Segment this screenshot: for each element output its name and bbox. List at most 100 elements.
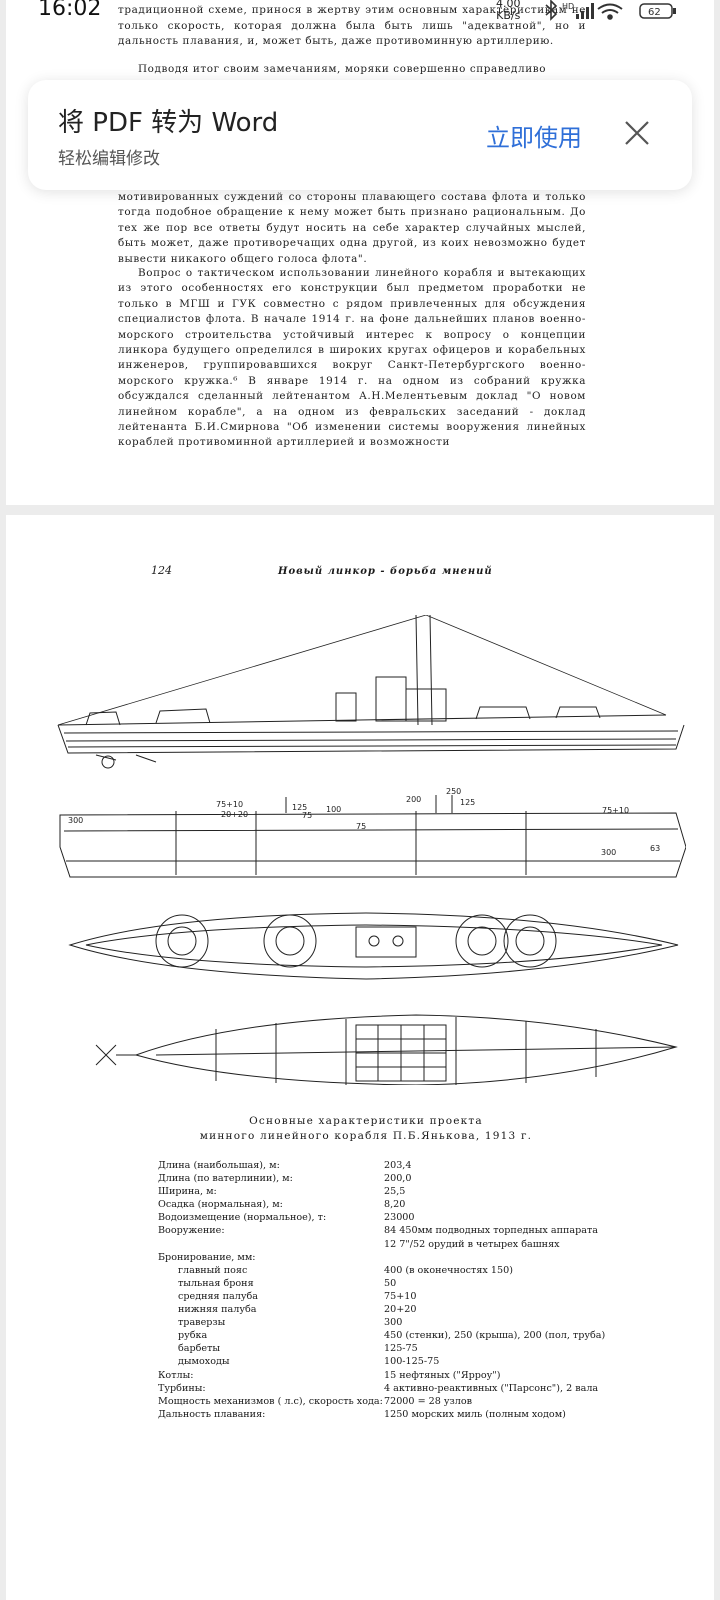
spec-row: 12 7"/52 орудий в четырех башнях <box>158 1239 598 1252</box>
status-icons: HD 62 <box>545 0 676 21</box>
spec-value: 20+20 <box>384 1304 417 1316</box>
spec-value: 400 (в оконечностях 150) <box>384 1264 513 1276</box>
armor-label: 300 <box>601 848 616 857</box>
paragraph-text: ступали за увеличение калибра орудий и р… <box>118 0 586 48</box>
spec-key: дымоходы <box>178 1356 230 1368</box>
spec-row: Дальность плавания: 1250 морских миль (по… <box>158 1409 598 1422</box>
spec-key: Ширина, м: <box>158 1186 217 1198</box>
spec-key: Турбины: <box>158 1382 206 1394</box>
ship-side-profile <box>57 615 685 769</box>
spec-key: Дальность плавания: <box>158 1408 266 1420</box>
spec-value: 8,20 <box>384 1199 406 1211</box>
spec-key: Длина (по ватерлинии), м: <box>158 1173 293 1185</box>
battleship-drawing: 250 200 75+10 20+20 125 75 100 125 300 7… <box>57 615 686 1085</box>
armor-label: 75+10 <box>602 806 629 815</box>
close-icon[interactable] <box>622 118 652 148</box>
spec-value: 75+10 <box>384 1290 417 1302</box>
paragraph: Подводя итог своим замечаниям, моряки со… <box>118 62 586 77</box>
spec-row: главный пояс 400 (в оконечностях 150) <box>158 1265 598 1278</box>
spec-row: Турбины: 4 активно-реактивных ("Парсонс")… <box>158 1383 598 1396</box>
spec-key: главный пояс <box>178 1264 248 1276</box>
spec-key: барбеты <box>178 1343 221 1355</box>
network-speed-unit: KB/s <box>496 9 521 22</box>
spec-title-line1: Основные характеристики проекта <box>249 1115 483 1127</box>
spec-row: Котлы: 15 нефтяных ("Ярроу") <box>158 1370 598 1383</box>
armor-label: 100 <box>326 805 341 814</box>
spec-row: Осадка (нормальная), м: 8,20 <box>158 1199 598 1212</box>
spec-row: Ширина, м: 25,5 <box>158 1186 598 1199</box>
armor-label: 300 <box>68 816 83 825</box>
spec-key: Осадка (нормальная), м: <box>158 1199 283 1211</box>
paragraph: мотивированных суждений со стороны плава… <box>118 190 586 267</box>
ship-plan-view <box>68 912 679 980</box>
spec-key: Котлы: <box>158 1369 194 1381</box>
paragraph: ступали за увеличение калибра орудий и р… <box>118 0 586 50</box>
spec-row: Длина (по ватерлинии), м: 200,0 <box>158 1173 598 1186</box>
paragraph-text: Вопрос о тактическом использовании линей… <box>118 267 586 449</box>
pdf-page-2: 124 Новый линкор - борьба мнений 250 200 <box>6 515 714 1600</box>
convert-pdf-banner[interactable]: 将 PDF 转为 Word 轻松编辑修改 立即使用 <box>28 80 692 190</box>
spec-key: Вооружение: <box>158 1225 225 1237</box>
spec-key: рубка <box>178 1330 208 1342</box>
spec-key: Бронирование, мм: <box>158 1251 256 1263</box>
signal-icon <box>576 3 594 19</box>
spec-row: траверзы 300 <box>158 1317 598 1330</box>
spec-value: 25,5 <box>384 1186 406 1198</box>
spec-key: Длина (наибольшая), м: <box>158 1160 280 1171</box>
spec-row: Длина (наибольшая), м:203,4 <box>158 1160 598 1173</box>
armor-label: 20+20 <box>221 810 248 819</box>
status-bar: 16:02 4.00 KB/s HD 62 <box>0 0 720 28</box>
spec-value: 72000 = 28 узлов <box>384 1395 473 1407</box>
spec-row: Мощность механизмов ( л.с), скорость ход… <box>158 1396 598 1409</box>
spec-value: 50 <box>384 1277 397 1289</box>
spec-value: 15 нефтяных ("Ярроу") <box>384 1369 501 1381</box>
spec-value: 23000 <box>384 1212 415 1224</box>
page-number: 124 <box>151 564 172 577</box>
network-speed-value: 4.00 <box>496 0 521 10</box>
spec-row: Водоизмещение (нормальное), т: 23000 <box>158 1212 598 1225</box>
spec-row: средняя палуба 75+10 <box>158 1291 598 1304</box>
armor-label: 63 <box>650 844 660 853</box>
paragraph-text: мотивированных суждений со стороны плава… <box>118 191 586 265</box>
paragraph: Вопрос о тактическом использовании линей… <box>118 266 586 451</box>
battery-level: 62 <box>648 7 661 18</box>
armor-label: 75 <box>302 811 312 820</box>
ship-armor-section: 250 200 75+10 20+20 125 75 100 125 300 7… <box>59 787 686 878</box>
battery-icon: 62 <box>639 3 676 19</box>
armor-label: 125 <box>460 798 475 807</box>
spec-row: дымоходы 100-125-75 <box>158 1356 598 1369</box>
spec-row: рубка 450 (стенки), 250 (крыша), 200 (пол… <box>158 1330 605 1343</box>
spec-row: барбеты 125-75 <box>158 1343 598 1356</box>
spec-key: Водоизмещение (нормальное), т: <box>158 1212 327 1224</box>
banner-subtitle: 轻松编辑修改 <box>58 149 160 169</box>
status-time: 16:02 <box>38 0 102 21</box>
spec-value: 1250 морских миль (полным ходом) <box>384 1408 566 1420</box>
svg-text:HD: HD <box>562 2 574 11</box>
spec-value: 450 (стенки), 250 (крыша), 200 (пол, тру… <box>384 1330 606 1342</box>
bluetooth-icon <box>545 0 558 21</box>
hd-icon: HD <box>562 2 574 11</box>
armor-labels: 250 200 75+10 20+20 125 75 100 125 300 7… <box>68 787 660 857</box>
running-head: Новый линкор - борьба мнений <box>278 566 493 577</box>
use-now-button[interactable]: 立即使用 <box>486 124 582 152</box>
spec-value: 100-125-75 <box>384 1356 440 1368</box>
pdf-page-1: ступали за увеличение калибра орудий и р… <box>6 0 714 505</box>
armor-label: 75 <box>356 822 366 831</box>
spec-key: тыльная броня <box>178 1277 254 1289</box>
spec-value: 200,0 <box>384 1173 412 1185</box>
spec-row: тыльная броня 50 <box>158 1278 598 1291</box>
spec-value: 300 <box>384 1317 403 1329</box>
network-speed: 4.00 KB/s <box>496 0 521 22</box>
spec-key: траверзы <box>178 1317 226 1329</box>
spec-value: 125-75 <box>384 1343 418 1355</box>
spec-value: 84 450мм подводных торпедных аппарата <box>384 1225 599 1237</box>
spec-title-line2: минного линейного корабля П.Б.Янькова, 1… <box>199 1130 533 1142</box>
spec-key: средняя палуба <box>178 1290 258 1302</box>
ship-hold-view <box>95 1014 678 1085</box>
spec-table: Длина (наибольшая), м:203,4 Длина (по ва… <box>158 1160 605 1422</box>
spec-value: 4 активно-реактивных ("Парсонс"), 2 вала <box>384 1382 599 1394</box>
armor-label: 75+10 <box>216 800 243 809</box>
armor-label: 250 <box>446 787 461 796</box>
banner-title: 将 PDF 转为 Word <box>58 108 279 138</box>
armor-label: 125 <box>292 803 307 812</box>
